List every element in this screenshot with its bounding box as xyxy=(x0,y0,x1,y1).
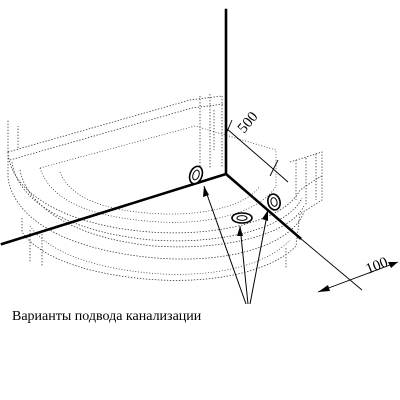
dimension-500: 500 xyxy=(225,109,289,183)
leader-arrow xyxy=(262,210,268,221)
leader-arrow xyxy=(237,226,243,236)
bathtub-outline xyxy=(7,94,323,281)
dimension-100-label: 100 xyxy=(364,254,391,277)
drain-outlet-right xyxy=(267,193,281,211)
drain-outlet-left xyxy=(188,165,204,185)
leader-lines xyxy=(203,185,269,305)
dimension-arrow xyxy=(318,285,330,292)
drain-options-caption: Варианты подвода канализации xyxy=(12,309,202,324)
dimension-100: 100 xyxy=(299,237,399,293)
drain-outlet-center xyxy=(231,212,253,224)
dimension-500-label: 500 xyxy=(235,109,262,137)
wall-lines xyxy=(0,8,302,246)
dimension-arrow xyxy=(388,262,398,268)
leader-arrow xyxy=(203,186,209,197)
